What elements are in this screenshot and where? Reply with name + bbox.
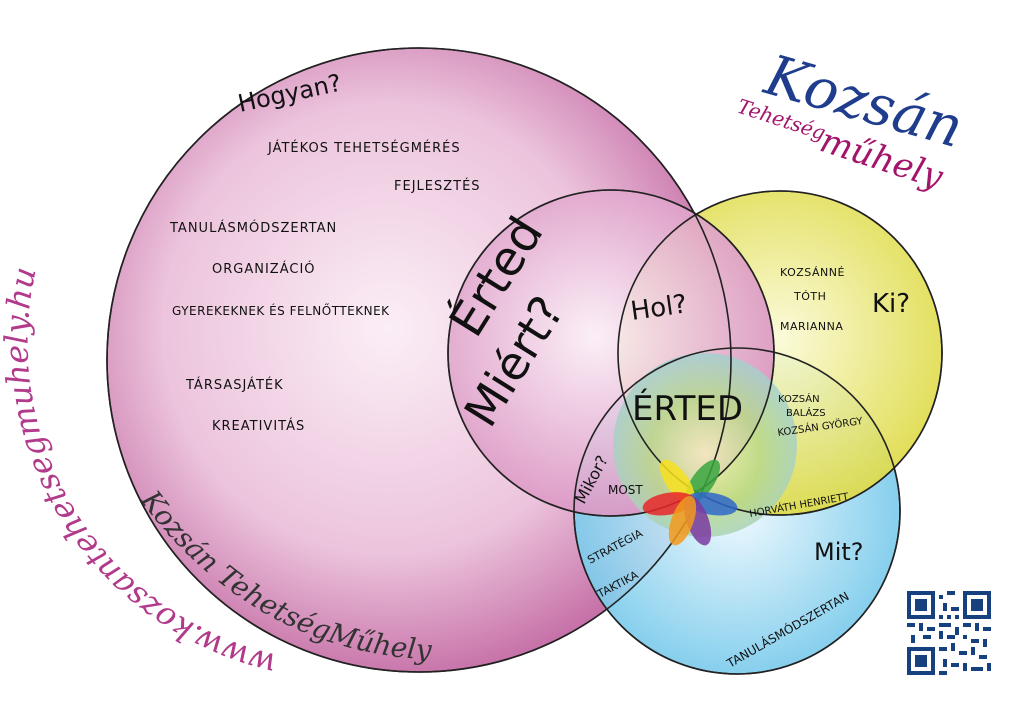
center-label: ÉRTED [632,388,743,429]
center-circle [613,353,797,537]
petal [668,495,697,546]
ki-name-2: TÓTH [793,290,826,303]
hogyan-item-4: ORGANIZÁCIÓ [212,261,316,277]
hogyan-item-5: GYEREKEKNEK ÉS FELNŐTTEKNEK [172,303,390,318]
hogyan-item-2: FEJLESZTÉS [394,178,481,194]
flower-icon [642,459,738,546]
qr-code-icon [907,591,991,675]
mit-question: Mit? [814,538,864,566]
center-name-2: BALÁZS [786,406,826,419]
mikor-answer: MOST [608,483,643,497]
hogyan-item-3: TANULÁSMÓDSZERTAN [169,220,337,236]
ki-question: Ki? [872,289,910,319]
center-name-1: KOZSÁN [778,392,820,405]
ki-name-3: MARIANNA [780,320,843,333]
hogyan-item-6: TÁRSASJÁTÉK [185,377,284,393]
petal [659,459,695,505]
hogyan-item-7: KREATIVITÁS [212,418,305,434]
ki-name-1: KOZSÁNNÉ [780,266,845,279]
hogyan-item-1: JÁTÉKOS TEHETSÉGMÉRÉS [267,140,461,156]
